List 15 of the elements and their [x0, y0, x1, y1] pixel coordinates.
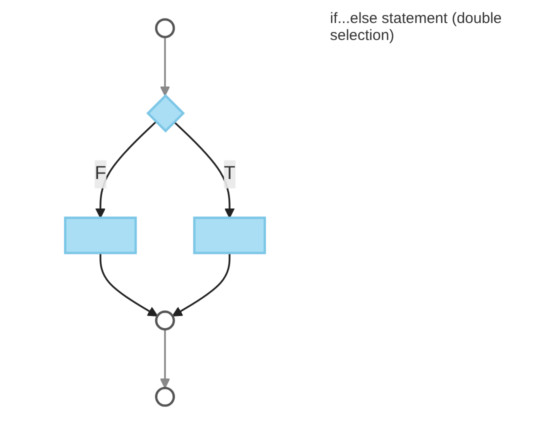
arrow [160, 37, 170, 96]
statement-note: if...else statement (double selection) [330, 10, 503, 44]
edge-label: T [224, 164, 236, 184]
arrow [100, 253, 158, 316]
arrow [95, 121, 157, 218]
arrow [160, 329, 170, 388]
node-circle [155, 310, 175, 330]
node-box [193, 216, 266, 254]
edge-label: F [94, 164, 106, 184]
node-circle [155, 18, 175, 38]
node-circle [155, 386, 175, 407]
arrow [173, 121, 235, 218]
node-box [64, 216, 137, 254]
arrow [172, 253, 230, 316]
node-diamond [146, 94, 185, 133]
